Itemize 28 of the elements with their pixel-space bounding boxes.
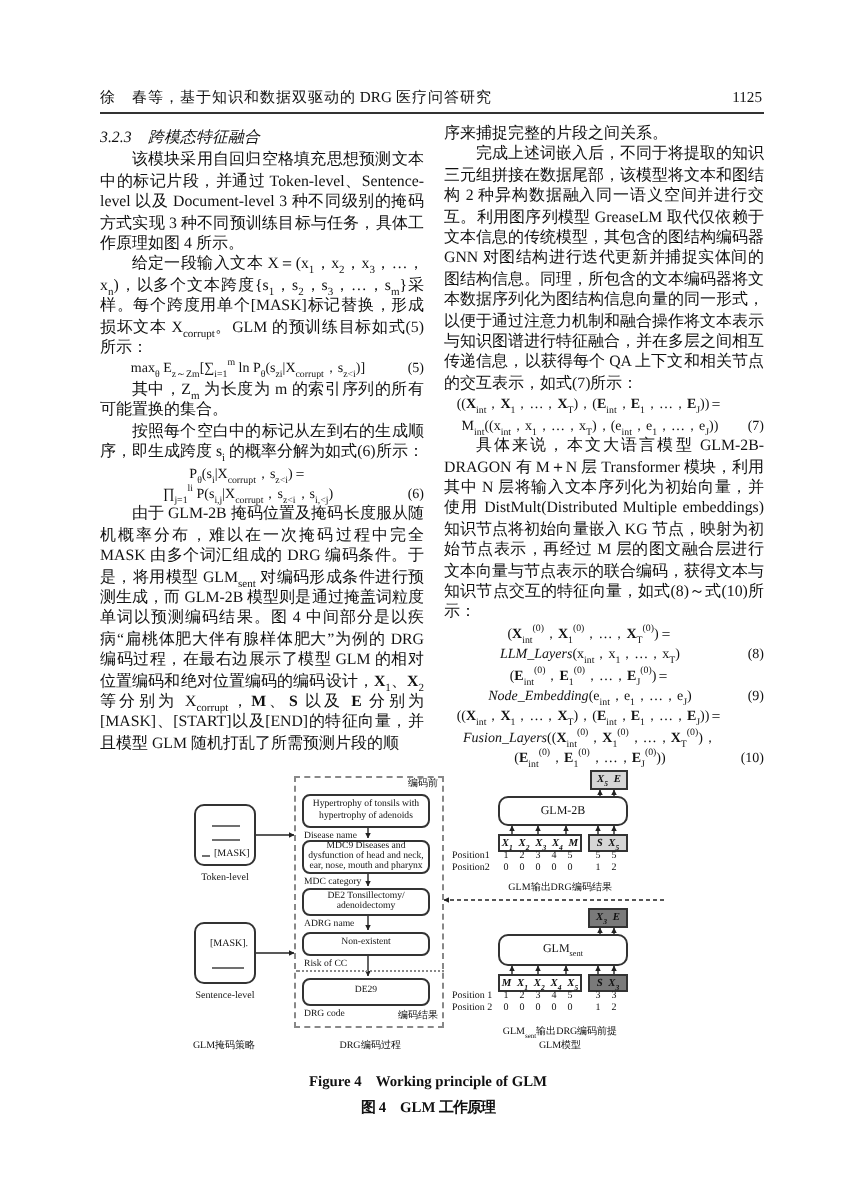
arrow [597, 789, 603, 797]
token-box [590, 770, 628, 790]
arrow [255, 832, 295, 838]
dashed-panel [294, 776, 444, 1028]
arrow [365, 913, 371, 931]
arrow [365, 953, 371, 977]
arrow [611, 789, 617, 797]
arrow [595, 825, 601, 835]
arrow [255, 950, 295, 956]
arrow [563, 825, 569, 835]
arrow [563, 965, 569, 975]
model-box [498, 934, 628, 966]
arrow [611, 965, 617, 975]
arrow [595, 965, 601, 975]
arrow [443, 897, 665, 903]
arrow [597, 927, 603, 935]
token-box [588, 974, 628, 992]
arrow [611, 927, 617, 935]
arrow [535, 965, 541, 975]
token-box [588, 908, 628, 928]
arrow [365, 825, 371, 839]
arrow [509, 825, 515, 835]
model-box [498, 796, 628, 826]
arrow [509, 965, 515, 975]
arrow [365, 871, 371, 887]
arrow [611, 825, 617, 835]
arrow [535, 825, 541, 835]
token-box [588, 834, 628, 852]
